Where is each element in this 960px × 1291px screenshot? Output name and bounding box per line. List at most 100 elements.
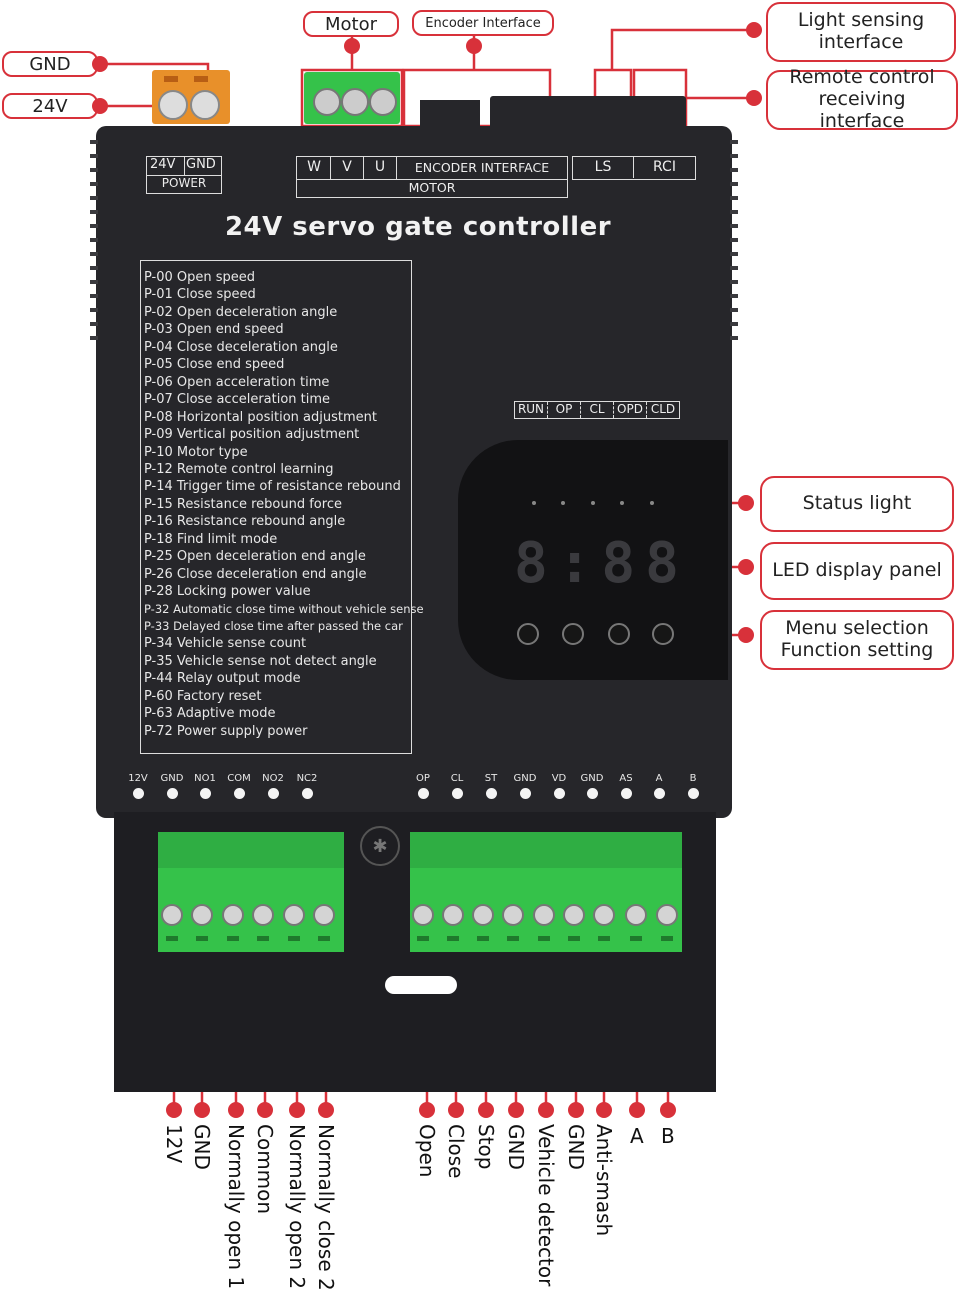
wire-dot — [629, 1102, 645, 1118]
callout-encoder: Encoder Interface — [412, 10, 554, 36]
parameter-item: P-01 Close speed — [144, 287, 256, 303]
terminal-screw — [563, 904, 585, 926]
status-op: OP — [548, 402, 581, 418]
terminal-screw — [625, 904, 647, 926]
terminal-dot — [688, 788, 699, 799]
parameter-item: P-07 Close acceleration time — [144, 392, 331, 408]
bluetooth-icon: ✱ — [360, 826, 400, 866]
terminal-label: CL — [450, 773, 464, 784]
wire-dot — [538, 1102, 554, 1118]
parameter-item: P-26 Close deceleration end angle — [144, 566, 367, 582]
wire-dot — [166, 1102, 182, 1118]
terminal-label: NC2 — [296, 773, 318, 784]
wire-dot — [596, 1102, 612, 1118]
parameter-item: P-06 Open acceleration time — [144, 374, 330, 390]
terminal-slot — [166, 936, 178, 941]
terminal-screw — [442, 904, 464, 926]
terminal-dot — [133, 788, 144, 799]
wire-label: Normally open 2 — [285, 1124, 309, 1290]
terminal-label: VD — [551, 773, 567, 784]
power-terminal — [152, 70, 230, 124]
callout-dot — [746, 22, 762, 38]
wire-label: GND — [190, 1124, 214, 1170]
menu-button-3[interactable] — [608, 623, 630, 645]
terminal-label: GND — [160, 773, 184, 784]
terminal-label: AS — [619, 773, 633, 784]
rci-silk: RCI — [653, 159, 676, 175]
status-cld: CLD — [650, 402, 676, 416]
callout-dot — [746, 90, 762, 106]
terminal-slot — [196, 936, 208, 941]
terminal-slot — [507, 936, 519, 941]
terminal-label: NO2 — [262, 773, 284, 784]
wire-label: Common — [253, 1124, 277, 1215]
wire-dot — [448, 1102, 464, 1118]
terminal-screw — [472, 904, 494, 926]
parameter-item: P-00 Open speed — [144, 270, 256, 285]
parameter-item: P-25 Open deceleration end angle — [144, 549, 366, 565]
terminal-dot — [234, 788, 245, 799]
callout-dot — [92, 98, 108, 114]
parameter-item: P-03 Open end speed — [144, 322, 284, 338]
device-title: 24V servo gate controller — [224, 212, 612, 242]
menu-button-1[interactable] — [517, 623, 539, 645]
terminal-dot — [520, 788, 531, 799]
callout-light-sensing: Light sensing interface — [766, 2, 956, 62]
power-silk-box: 24V GND POWER — [146, 156, 222, 194]
parameter-item: P-09 Vertical position adjustment — [144, 427, 360, 443]
callout-24v: 24V — [2, 93, 98, 119]
status-led-2 — [561, 501, 565, 505]
wire-dot — [508, 1102, 524, 1118]
wire-dot — [228, 1102, 244, 1118]
callout-remote-control: Remote control receiving interface — [766, 66, 958, 132]
terminal-screw — [161, 904, 183, 926]
parameter-item: P-08 Horizontal position adjustment — [144, 409, 377, 425]
terminal-label: A — [655, 773, 663, 784]
status-led-4 — [620, 501, 624, 505]
status-run: RUN — [515, 402, 548, 418]
terminal-screw — [252, 904, 274, 926]
terminal-screw — [191, 904, 213, 926]
parameter-item: P-28 Locking power value — [144, 584, 311, 600]
parameter-item: P-04 Close deceleration angle — [144, 339, 338, 355]
parameter-item: P-35 Vehicle sense not detect angle — [144, 653, 377, 669]
terminal-screw — [313, 904, 335, 926]
terminal-slot — [477, 936, 489, 941]
parameter-item: P-15 Resistance rebound force — [144, 496, 342, 512]
parameter-item: P-34 Vehicle sense count — [144, 636, 307, 652]
parameter-item: P-72 Power supply power — [144, 723, 308, 739]
terminal-label: OP — [416, 773, 430, 784]
terminal-dot — [486, 788, 497, 799]
parameter-item: P-10 Motor type — [144, 444, 248, 460]
terminal-screw — [222, 904, 244, 926]
motor-silk-box: W V U ENCODER INTERFACE MOTOR — [296, 156, 568, 198]
terminal-slot — [447, 936, 459, 941]
terminal-dot — [452, 788, 463, 799]
terminal-label: COM — [227, 773, 251, 784]
callout-dot — [466, 38, 482, 54]
wire-label: GND — [564, 1124, 588, 1170]
wire-dot — [257, 1102, 273, 1118]
top-rail — [490, 96, 686, 130]
wire-dot — [419, 1102, 435, 1118]
callout-dot — [738, 559, 754, 575]
parameter-item: P-63 Adaptive mode — [144, 706, 276, 722]
terminal-screw — [502, 904, 524, 926]
parameter-item: P-18 Find limit mode — [144, 531, 278, 547]
terminal-label: NO1 — [194, 773, 216, 784]
terminal-slot — [598, 936, 610, 941]
callout-dot — [92, 56, 108, 72]
wire-label: Vehicle detector — [534, 1124, 558, 1287]
menu-button-4[interactable] — [652, 623, 674, 645]
parameter-item: P-60 Factory reset — [144, 688, 262, 704]
display-window — [458, 440, 728, 680]
wire-label: Close — [444, 1124, 468, 1179]
terminal-dot — [654, 788, 665, 799]
callout-menu: Menu selection Function setting — [760, 610, 954, 670]
mounting-slot — [385, 976, 457, 994]
terminal-label: GND — [580, 773, 604, 784]
menu-button-2[interactable] — [562, 623, 584, 645]
terminal-slot — [318, 936, 330, 941]
terminal-slot — [227, 936, 239, 941]
